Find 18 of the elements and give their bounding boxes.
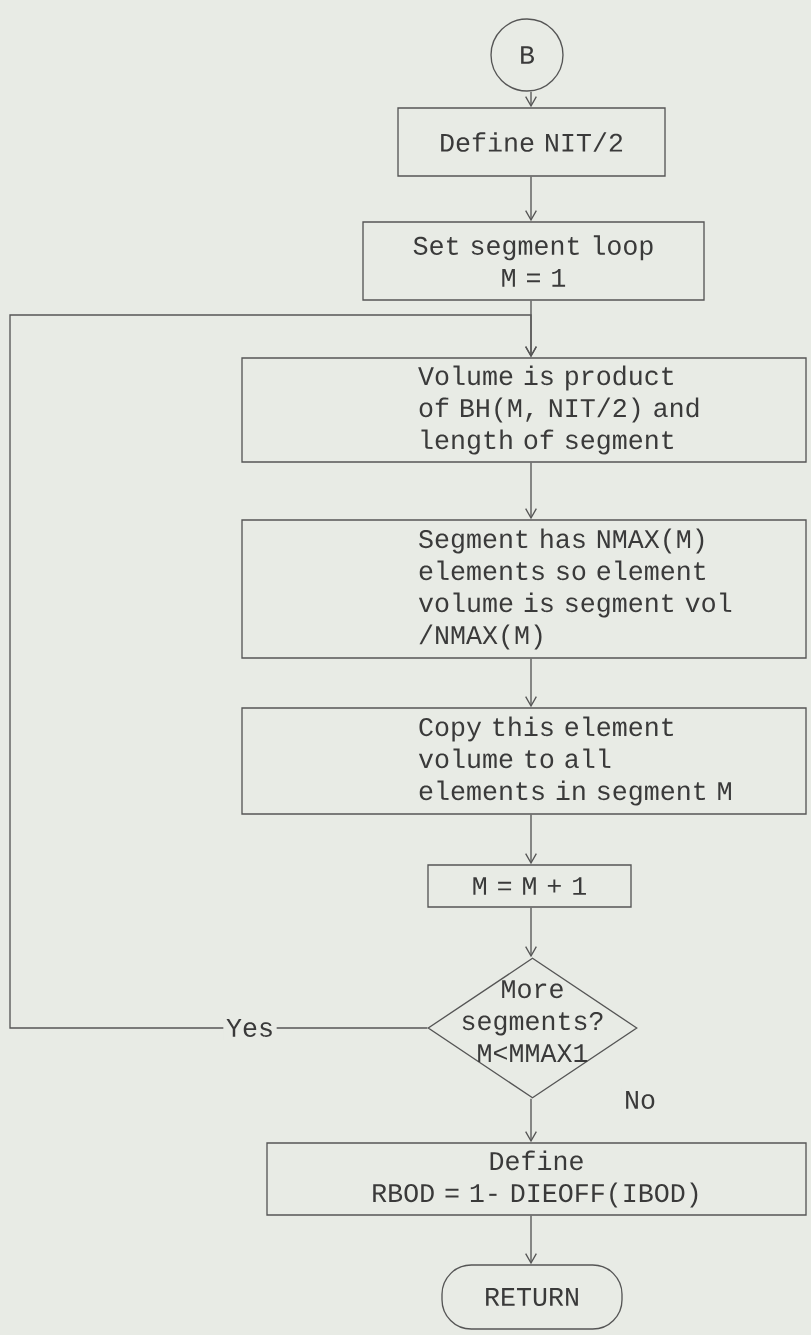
arrow (525, 814, 537, 865)
process-box: Define NIT/2 (397, 107, 666, 177)
arrow (525, 658, 537, 708)
arrow (525, 462, 537, 520)
edge-label: Yes (223, 1016, 277, 1040)
arrow (525, 907, 537, 958)
process-box: Volume is product of BH(M, NIT/2) and length of segment (241, 357, 807, 463)
terminal-box: RETURN (441, 1264, 623, 1330)
process-box: Copy this element volume to all elements in segment M (241, 707, 807, 815)
process-box: Segment has NMAX(M) elements so element volume is segment vol /NMAX(M) (241, 519, 807, 659)
process-box: Set segment loop M = 1 (362, 221, 705, 301)
process-box: Define RBOD = 1- DIEOFF(IBOD) (266, 1142, 807, 1216)
arrow (525, 91, 537, 108)
arrow (525, 1098, 537, 1143)
arrow (525, 1215, 537, 1265)
arrow (525, 176, 537, 222)
arrow (9, 314, 537, 1029)
process-box: M = M + 1 (427, 864, 632, 908)
